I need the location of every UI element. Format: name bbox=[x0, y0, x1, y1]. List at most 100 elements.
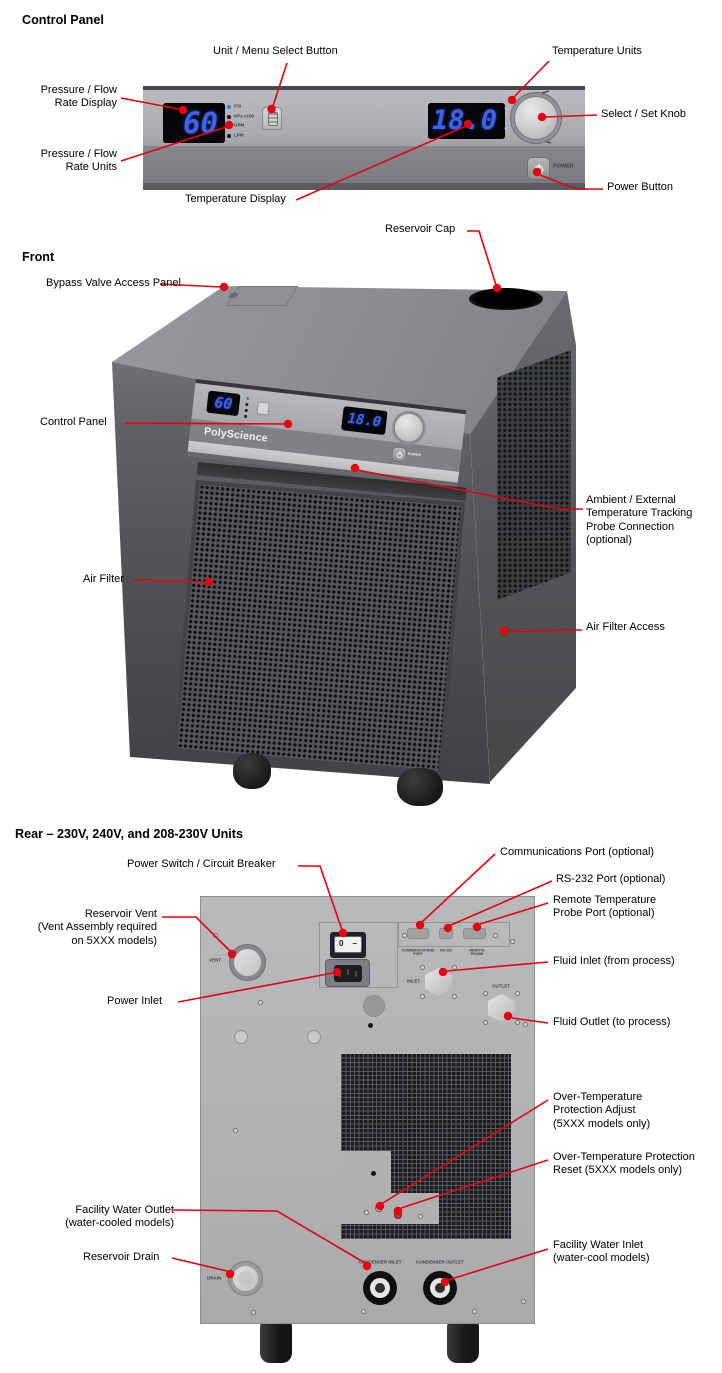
switch-rocker: 0 – bbox=[334, 936, 362, 953]
iec-socket-opening bbox=[334, 965, 362, 982]
callout-power-switch-circuit-breaker: Power Switch / Circuit Breaker bbox=[127, 858, 276, 870]
reservoir-drain-fitting bbox=[228, 1261, 263, 1296]
condenser-inlet-text: CONDENSER INLET bbox=[358, 1259, 402, 1265]
screw bbox=[515, 1020, 520, 1025]
select-set-knob bbox=[514, 96, 558, 140]
rear-caster-right bbox=[447, 1317, 479, 1363]
communications-port-cutout bbox=[407, 928, 429, 939]
mini-menu-button bbox=[256, 401, 270, 416]
callout-fluid-inlet: Fluid Inlet (from process) bbox=[553, 955, 675, 967]
callout-rs232-port: RS-232 Port (optional) bbox=[556, 873, 666, 885]
power-icon bbox=[534, 163, 543, 174]
rs232-text: RS-232 bbox=[440, 949, 452, 953]
screw-slot bbox=[377, 1207, 381, 1209]
mini-power-icon bbox=[396, 450, 403, 458]
hex-bolt-left bbox=[234, 1030, 248, 1044]
iec-pin-slot-3 bbox=[355, 971, 357, 977]
power-subpanel-seam bbox=[319, 922, 398, 988]
grille-cutout-otp bbox=[391, 1193, 439, 1224]
air-filter-grille bbox=[173, 480, 466, 775]
section-heading-front: Front bbox=[22, 250, 55, 264]
front-caster-right bbox=[397, 768, 443, 806]
remote-probe-port-cutout bbox=[463, 928, 486, 939]
led-gpm bbox=[227, 124, 231, 128]
switch-off-label: 0 bbox=[339, 939, 344, 948]
led-lpm bbox=[227, 133, 231, 138]
screw bbox=[515, 991, 520, 996]
callout-temperature-display: Temperature Display bbox=[185, 193, 286, 205]
power-inlet-socket bbox=[325, 959, 370, 987]
panel-top-edge bbox=[143, 86, 585, 90]
screw bbox=[483, 1020, 488, 1025]
power-text: POWER bbox=[553, 163, 574, 169]
screw bbox=[420, 965, 425, 970]
mini-temperature-display: 18.0 bbox=[341, 406, 388, 436]
callout-bypass-valve-access-panel: Bypass Valve Access Panel bbox=[46, 277, 181, 289]
temperature-display: 18.0 bbox=[428, 103, 505, 139]
callout-front-control-panel: Control Panel bbox=[40, 416, 107, 428]
mini-pressure-value: 60 bbox=[213, 393, 234, 414]
leader-reservoir-cap bbox=[467, 230, 502, 293]
screw bbox=[493, 933, 498, 938]
callout-reservoir-cap: Reservoir Cap bbox=[385, 223, 456, 235]
callout-facility-water-outlet: Facility Water Outlet(water-cooled model… bbox=[65, 1204, 174, 1230]
mini-temperature-value: 18.0 bbox=[346, 410, 382, 431]
callout-unit-menu-select-button: Unit / Menu Select Button bbox=[213, 45, 338, 57]
screw bbox=[364, 1210, 369, 1215]
screw bbox=[523, 1022, 528, 1027]
outlet-text: OUTLET bbox=[492, 983, 510, 989]
callout-power-inlet: Power Inlet bbox=[107, 995, 163, 1007]
callout-reservoir-drain: Reservoir Drain bbox=[83, 1251, 160, 1263]
callout-temperature-units: Temperature Units bbox=[552, 45, 642, 57]
small-hole-2 bbox=[371, 1171, 376, 1176]
panel-bottom-edge bbox=[143, 183, 585, 190]
screw bbox=[418, 1214, 423, 1219]
small-hole bbox=[368, 1023, 373, 1028]
callout-air-filter: Air Filter bbox=[83, 573, 124, 585]
iec-pin-slot-2 bbox=[347, 969, 349, 975]
vent-cap bbox=[234, 949, 261, 976]
fitting-core bbox=[375, 1283, 385, 1293]
otp-adjust-screw bbox=[375, 1204, 383, 1212]
reservoir-cap-opening bbox=[469, 288, 543, 310]
power-switch-circuit-breaker: 0 – bbox=[330, 932, 366, 958]
callout-facility-water-inlet: Facility Water Inlet(water-cool models) bbox=[553, 1239, 650, 1265]
plug-cap bbox=[363, 995, 385, 1017]
led-label-lpm: LPM bbox=[234, 132, 244, 137]
screw bbox=[483, 991, 488, 996]
callout-communications-port: Communications Port (optional) bbox=[500, 846, 655, 858]
screw bbox=[233, 1128, 238, 1133]
panel-power-button bbox=[527, 157, 550, 180]
hex-bolt-right bbox=[307, 1030, 321, 1044]
control-panel-photo: 60 PSI KPa x100 GPM LPM 18.0 °C °F POWER bbox=[143, 86, 585, 190]
bypass-valve-panel bbox=[225, 286, 299, 306]
front-unit-control-panel: 60 18.0 POWER PolyScience bbox=[187, 379, 467, 488]
screw bbox=[251, 1310, 256, 1315]
bypass-latch bbox=[227, 293, 239, 298]
pressure-flow-value: 60 bbox=[183, 106, 218, 140]
panel-lower-band bbox=[143, 146, 585, 183]
callout-power-button: Power Button bbox=[607, 181, 674, 193]
mini-power-button bbox=[390, 446, 408, 463]
section-heading-control-panel: Control Panel bbox=[22, 13, 104, 27]
rs232-port-cutout bbox=[439, 928, 453, 939]
screw bbox=[452, 994, 457, 999]
front-caster-left bbox=[233, 753, 271, 789]
callout-fluid-outlet: Fluid Outlet (to process) bbox=[553, 1016, 671, 1028]
section-heading-rear: Rear – 230V, 240V, and 208-230V Units bbox=[15, 827, 244, 841]
switch-on-label: – bbox=[352, 939, 357, 948]
fluid-inlet-fitting bbox=[425, 968, 452, 996]
led-label-kpa: KPa x100 bbox=[234, 113, 255, 118]
iec-pin-slot-1 bbox=[339, 971, 341, 977]
temp-unit-f-label: °F bbox=[504, 126, 509, 132]
drain-text: DRAIN bbox=[207, 1275, 222, 1281]
